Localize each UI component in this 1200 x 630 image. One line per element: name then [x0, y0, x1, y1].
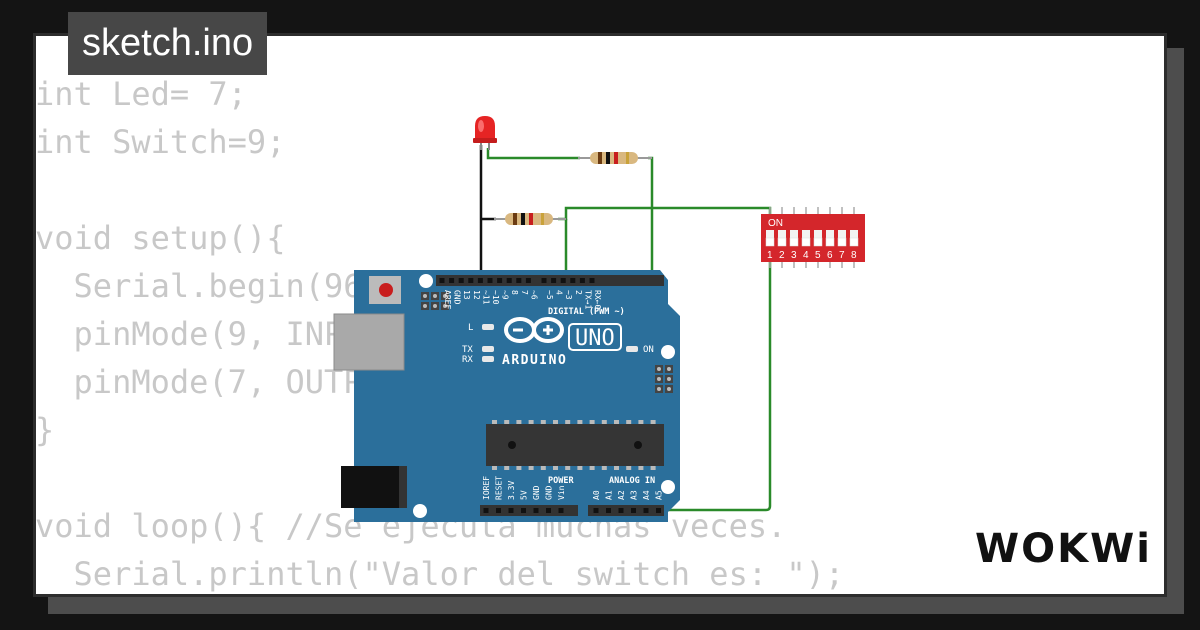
analog-pin-label: A5 [655, 490, 664, 500]
resistor-1[interactable] [578, 152, 652, 164]
digital-header [436, 275, 664, 286]
bottom-pin-holes [483, 508, 661, 513]
power-header [480, 505, 578, 516]
power-pin-label: RESET [495, 476, 504, 500]
dip-number: 6 [827, 250, 833, 261]
code-line: void setup(){ [35, 219, 286, 257]
digital-pin-label: 12 [472, 290, 481, 300]
digital-pin-label: ~3 [564, 290, 573, 300]
digital-pin-label: 13 [462, 290, 471, 300]
power-label: POWER [548, 476, 574, 486]
dip-toggles [765, 230, 859, 247]
analog-header [588, 505, 664, 516]
digital-pin-label: ~6 [529, 290, 538, 300]
code-line: int Switch=9; [35, 123, 286, 161]
dip-on-label: ON [768, 218, 783, 229]
analog-pin-label: A3 [630, 490, 639, 500]
led-rx-label: RX [462, 355, 473, 365]
digital-pin-label: 7 [520, 290, 529, 295]
dip-number: 2 [779, 250, 785, 261]
model-badge [568, 323, 622, 351]
dip-number: 4 [803, 250, 809, 261]
wire-resistor2-dip [558, 206, 772, 221]
dip-number: 3 [791, 250, 797, 261]
digital-label: DIGITAL (PWM ~) [548, 307, 625, 317]
mount-hole [413, 504, 427, 518]
power-pin-label: 3.3V [507, 481, 516, 500]
analog-pin-label: A1 [605, 490, 614, 500]
dip-pins [769, 207, 855, 268]
digital-pin-label: ~10 [491, 290, 500, 305]
power-pin-label: Vin [557, 485, 566, 500]
power-pin-label: GND [532, 485, 541, 500]
digital-pin-label: ~5 [545, 290, 554, 300]
led-tx-label: TX [462, 345, 473, 355]
mount-hole [661, 480, 675, 494]
digital-pin-label: RX←0 [593, 290, 602, 309]
led-rx [482, 356, 494, 362]
led-on-label: ON [643, 345, 654, 355]
icsp-header [421, 292, 449, 310]
dip-number: 8 [851, 250, 857, 261]
code-line: } [35, 411, 55, 449]
digital-pin-label: TX→1 [583, 290, 592, 309]
digital-pin-label: 4 [555, 290, 564, 295]
wire-resistor1-pin7 [648, 156, 654, 278]
code-line: int Led= 7; [35, 75, 247, 113]
sketch-title-tab: sketch.ino [68, 12, 268, 75]
power-jack [341, 466, 407, 508]
wire-dip-5v [540, 262, 772, 512]
digital-pin-holes [439, 278, 595, 283]
power-pin-label: IOREF [482, 476, 491, 500]
arduino-logo-icon [504, 317, 565, 343]
digital-pin-label: 2 [574, 290, 583, 295]
led-on [626, 346, 638, 352]
digital-pin-label: ~11 [481, 290, 490, 305]
digital-pin-label: 8 [510, 290, 519, 295]
icsp-header [655, 365, 673, 393]
analog-label: ANALOG IN [609, 476, 655, 486]
analog-pin-label: A2 [617, 490, 626, 500]
led-tx [482, 346, 494, 352]
reset-button[interactable] [369, 276, 401, 304]
model-label: UNO [575, 326, 615, 351]
led-l-label: L [468, 323, 473, 333]
microcontroller-chip [486, 420, 664, 470]
digital-pin-label: AREF [443, 290, 452, 309]
resistor-2[interactable] [494, 213, 566, 225]
dip-number: 5 [815, 250, 821, 261]
mount-hole [661, 345, 675, 359]
analog-pin-label: A0 [592, 490, 601, 500]
brand-label: ARDUINO [502, 353, 567, 368]
wokwi-logo: WOKWi [975, 526, 1152, 572]
analog-pin-label: A4 [642, 490, 651, 500]
mount-hole [419, 274, 433, 288]
dip-number: 7 [839, 250, 845, 261]
digital-pin-label: ~9 [501, 290, 510, 300]
dip-number: 1 [767, 250, 773, 261]
led-l [482, 324, 494, 330]
red-led[interactable] [473, 116, 497, 150]
digital-pin-label: GND [453, 290, 462, 305]
power-pin-label: 5V [520, 490, 529, 500]
power-pin-label: GND [545, 485, 554, 500]
usb-port [333, 313, 405, 371]
wire-led-resistor1 [486, 148, 580, 160]
code-line: Serial.println("Valor del switch es: "); [35, 555, 845, 593]
